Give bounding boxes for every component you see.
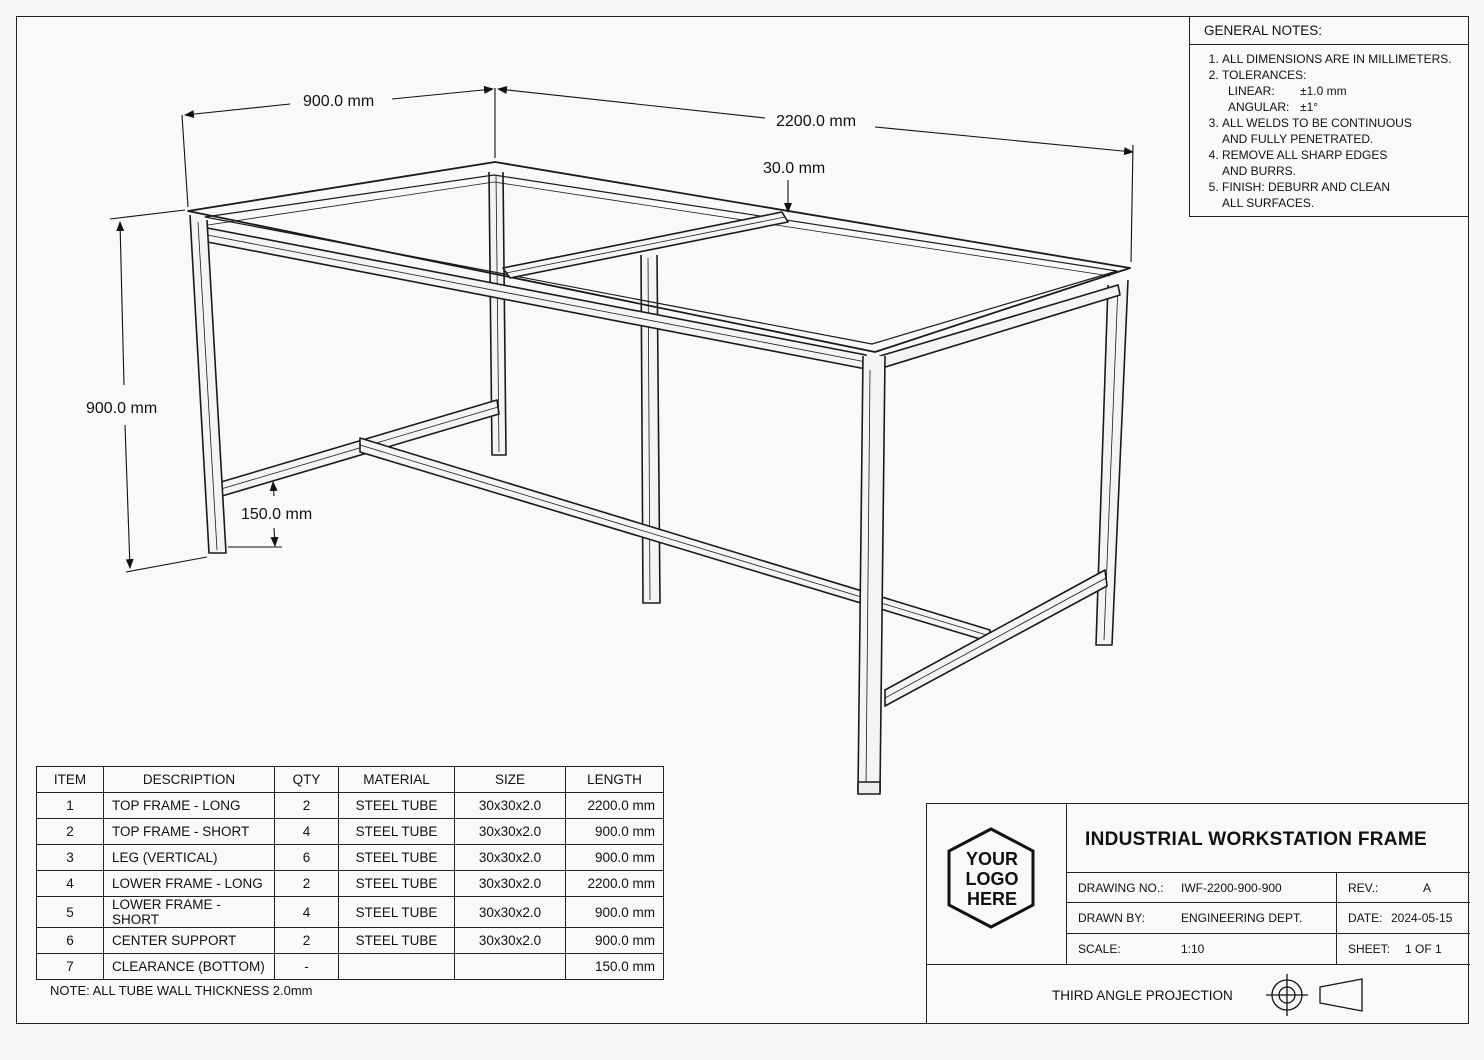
rev-value: A — [1423, 881, 1432, 895]
scale-value: 1:10 — [1181, 942, 1205, 956]
bom-header-row: ITEM DESCRIPTION QTY MATERIAL SIZE LENGT… — [36, 766, 664, 793]
logo-placeholder: YOUR LOGO HERE — [965, 849, 1019, 909]
bom-header-qty: QTY — [274, 766, 339, 793]
tb-divider — [927, 964, 1470, 965]
scale-label: SCALE: — [1078, 942, 1121, 956]
drawing-no-value: IWF-2200-900-900 — [1181, 881, 1282, 895]
dim-height-label: 900.0 mm — [86, 400, 157, 417]
dim-tube-label: 30.0 mm — [763, 160, 825, 177]
bom-header-item: ITEM — [36, 766, 104, 793]
general-notes-list: ALL DIMENSIONS ARE IN MILLIMETERS. TOLER… — [1190, 51, 1468, 211]
sheet-label: SHEET: — [1348, 942, 1391, 956]
dim-top-width-label: 900.0 mm — [303, 93, 374, 110]
third-angle-projection-icon — [1266, 974, 1363, 1016]
note-item: ALL DIMENSIONS ARE IN MILLIMETERS. — [1222, 51, 1468, 67]
leg-back-middle — [640, 254, 661, 604]
sheet-value: 1 OF 1 — [1405, 942, 1442, 956]
lower-frame-right-short — [884, 569, 1108, 707]
note-tolerance-angular: ANGULAR:±1° — [1228, 100, 1319, 114]
dim-clearance — [228, 481, 282, 548]
dim-top-length — [497, 85, 1134, 263]
top-frame — [187, 161, 1131, 370]
drawing-title: INDUSTRIAL WORKSTATION FRAME — [1085, 829, 1427, 850]
leg-front-right — [857, 355, 886, 795]
tb-divider — [1066, 872, 1470, 873]
rev-label: REV.: — [1348, 881, 1379, 895]
drawn-by-value: ENGINEERING DEPT. — [1181, 911, 1303, 925]
date-label: DATE: — [1348, 911, 1383, 925]
dim-clearance-label: 150.0 mm — [241, 506, 312, 523]
note-tolerance-linear: LINEAR:±1.0 mm — [1228, 84, 1347, 98]
date-value: 2024-05-15 — [1391, 911, 1453, 925]
leg-front-left — [189, 214, 227, 554]
dim-top-width — [181, 85, 496, 208]
note-item: TOLERANCES: LINEAR:±1.0 mm ANGULAR:±1° — [1222, 67, 1468, 115]
tb-divider — [1336, 872, 1337, 964]
general-notes-title: GENERAL NOTES: — [1190, 17, 1468, 45]
center-support-top — [502, 211, 789, 279]
dim-height — [109, 209, 208, 573]
bom-header-size: SIZE — [454, 766, 566, 793]
tb-divider — [1066, 933, 1470, 934]
bom-header-length: LENGTH — [565, 766, 664, 793]
bom-note: NOTE: ALL TUBE WALL THICKNESS 2.0mm — [50, 983, 313, 998]
projection-label: THIRD ANGLE PROJECTION — [1052, 988, 1233, 1003]
tb-divider — [1066, 902, 1470, 903]
lower-frame-center-long — [359, 437, 991, 643]
bom-header-material: MATERIAL — [338, 766, 455, 793]
drawing-no-label: DRAWING NO.: — [1078, 881, 1164, 895]
bill-of-materials-table: ITEM DESCRIPTION QTY MATERIAL SIZE LENGT… — [36, 766, 664, 980]
logo-cell: YOUR LOGO HERE — [927, 804, 1067, 964]
title-block: YOUR LOGO HERE INDUSTRIAL WORKSTATION FR… — [926, 803, 1470, 1024]
drawn-by-label: DRAWN BY: — [1078, 911, 1145, 925]
dim-top-length-label: 2200.0 mm — [776, 113, 856, 130]
bom-header-description: DESCRIPTION — [103, 766, 275, 793]
general-notes: GENERAL NOTES: ALL DIMENSIONS ARE IN MIL… — [1189, 16, 1469, 217]
logo-hexagon-icon — [947, 827, 1035, 929]
